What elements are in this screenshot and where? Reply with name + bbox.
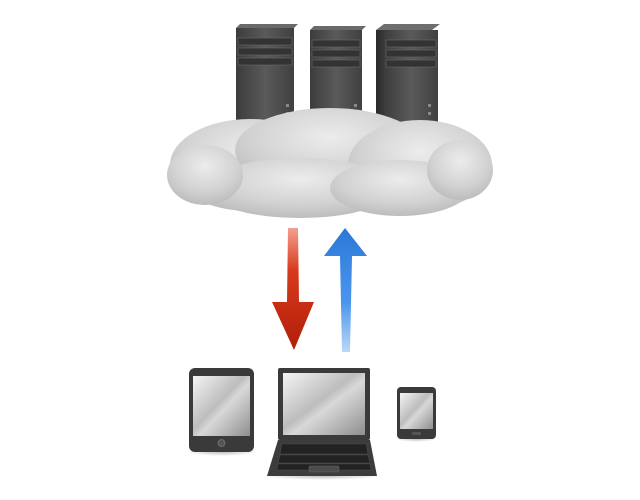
upload-arrow: [324, 228, 367, 352]
cloud: [167, 108, 493, 218]
laptop-icon: [267, 368, 377, 476]
tablet: [186, 368, 258, 456]
smartphone-icon: [397, 387, 436, 439]
download-arrow: [272, 228, 314, 350]
server-tower-3: [376, 24, 440, 132]
tablet-icon: [189, 368, 254, 452]
laptop: [262, 368, 382, 480]
smartphone: [396, 387, 436, 442]
